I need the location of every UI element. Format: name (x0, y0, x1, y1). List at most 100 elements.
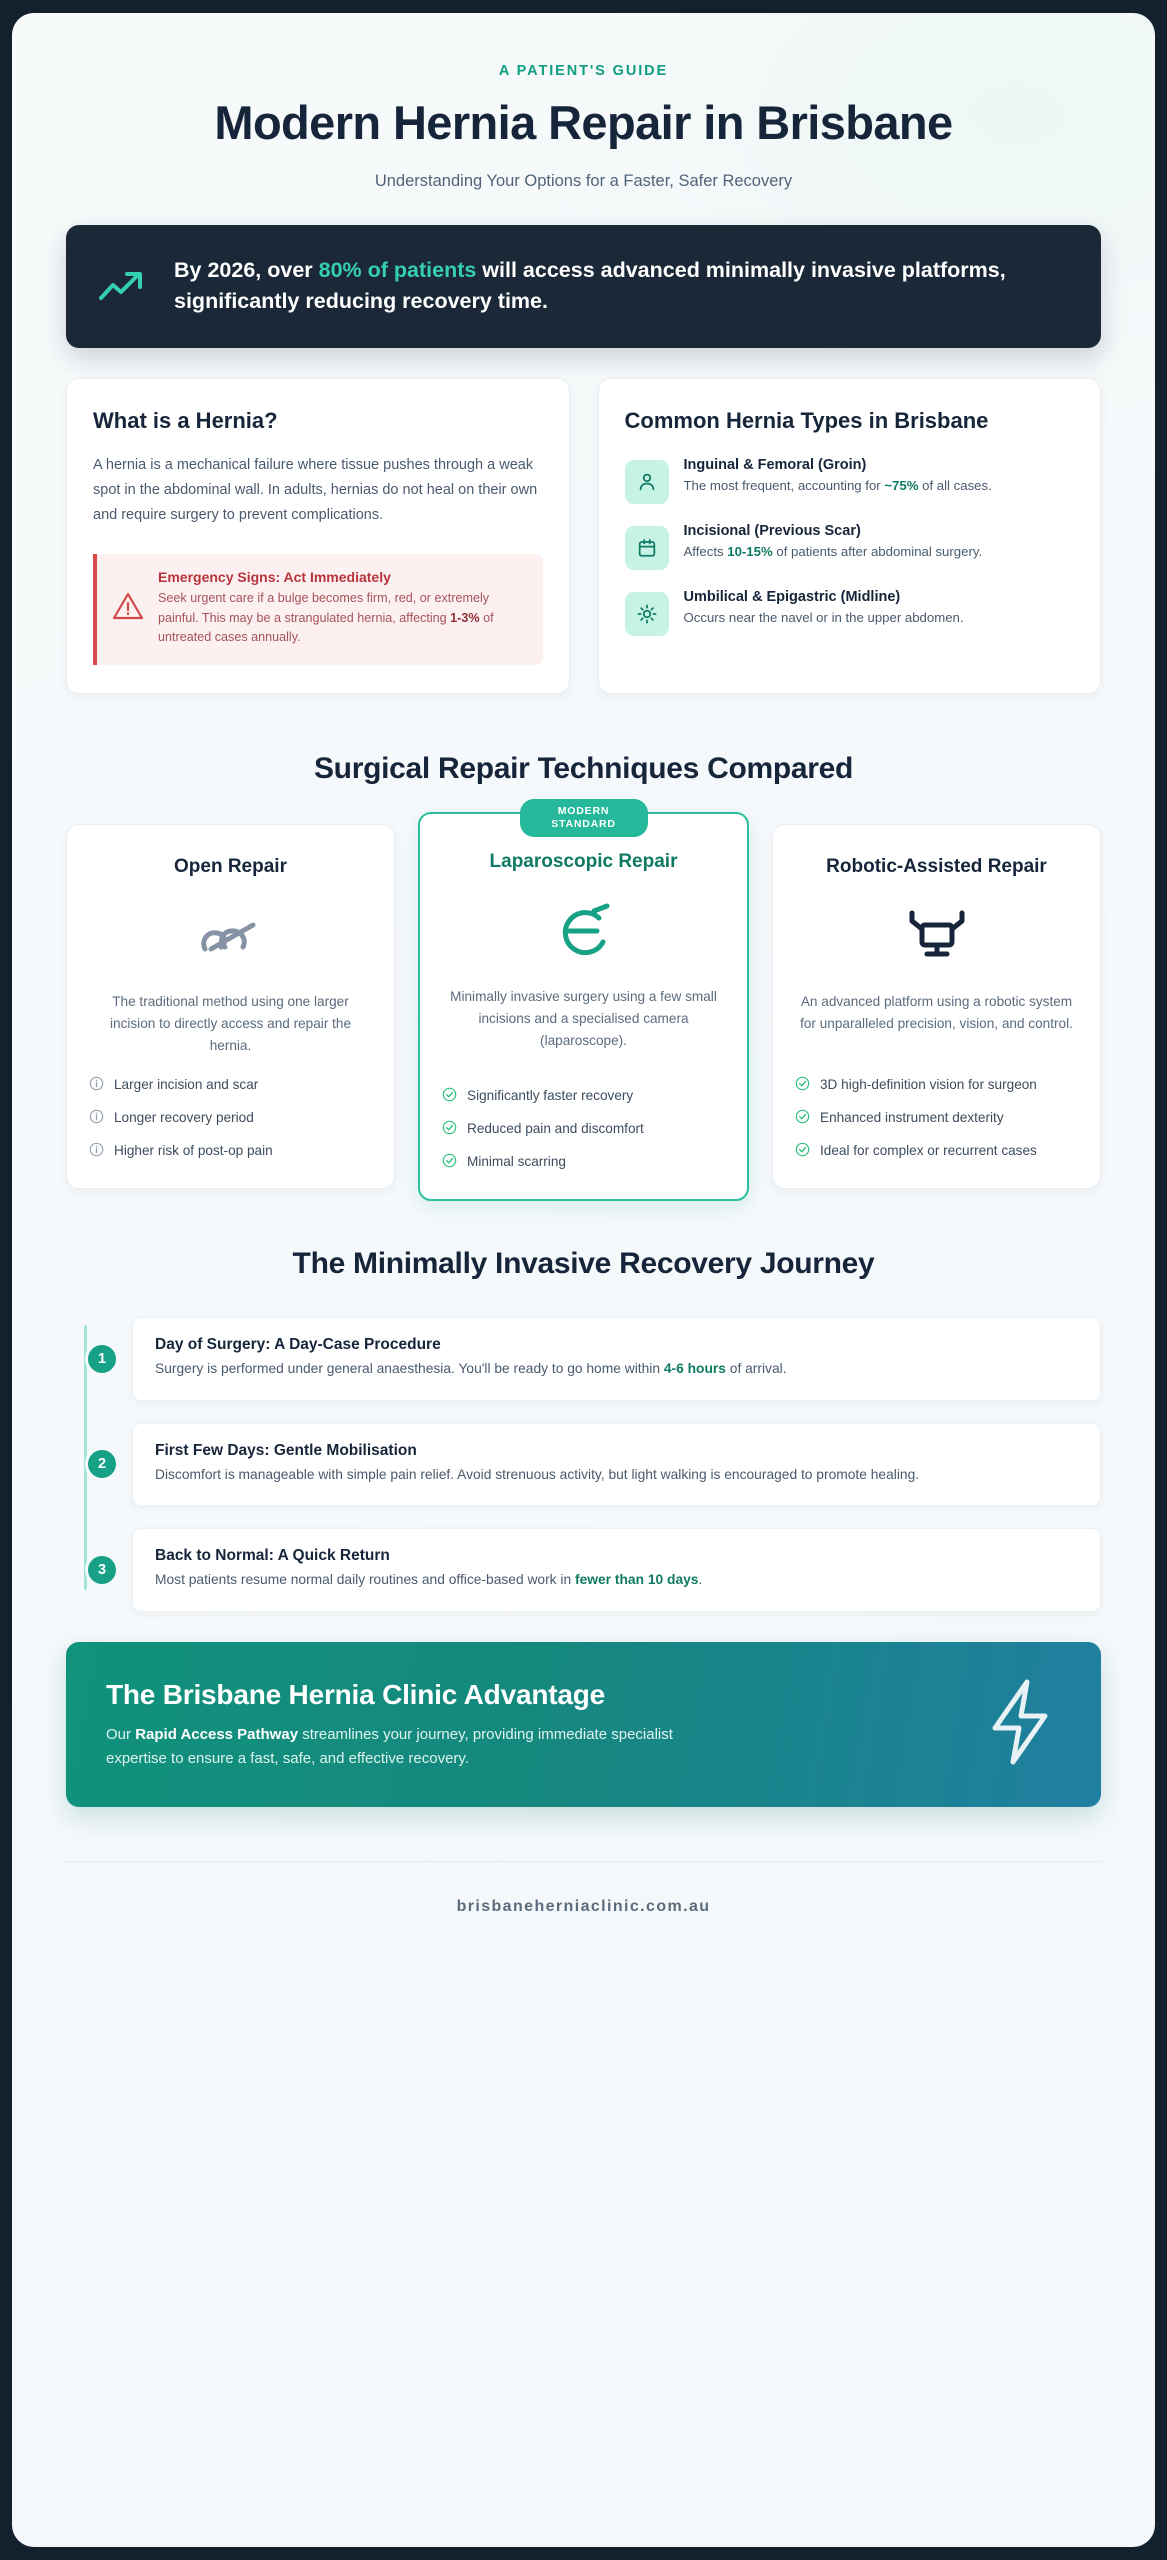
timeline-step: 1 Day of Surgery: A Day-Case Procedure S… (85, 1316, 1101, 1401)
type-desc-highlight: ~75% (884, 478, 919, 494)
type-desc-before: Occurs near the navel or in the upper ab… (683, 610, 964, 626)
footer-divider (66, 1861, 1101, 1863)
clip-staple-icon (89, 893, 372, 979)
step-number: 3 (85, 1553, 119, 1588)
status-badge: MODERN STANDARD (519, 798, 648, 838)
bullet-text: 3D high-definition vision for surgeon (820, 1076, 1037, 1092)
type-title: Incisional (Previous Scar) (683, 523, 861, 540)
what-is-hernia-card: What is a Hernia? A hernia is a mechanic… (66, 378, 570, 694)
sun-icon (624, 592, 669, 637)
info-circle-icon (89, 1142, 104, 1162)
what-is-hernia-body: A hernia is a mechanical failure where t… (93, 457, 538, 524)
type-desc-highlight: 10-15% (727, 544, 773, 560)
lightning-bolt-icon (979, 1676, 1061, 1773)
emergency-text: Seek urgent care if a bulge becomes firm… (158, 589, 527, 648)
calendar-icon (624, 526, 669, 571)
technique-description: Minimally invasive surgery using a few s… (450, 988, 717, 1048)
type-desc: Affects 10-15% of patients after abdomin… (684, 542, 983, 562)
spacer (795, 1035, 1078, 1075)
stat-highlight: 80% of patients (318, 257, 477, 282)
step-description: Most patients resume normal daily routin… (155, 1569, 1078, 1591)
bullet-text: Larger incision and scar (114, 1076, 259, 1092)
list-item: Ideal for complex or recurrent cases (795, 1141, 1078, 1162)
what-is-hernia-title: What is a Hernia? (93, 408, 278, 434)
check-circle-icon (442, 1087, 457, 1107)
list-item: Inguinal & Femoral (Groin) The most freq… (624, 457, 1075, 505)
hernia-types-card: Common Hernia Types in Brisbane Inguinal… (597, 378, 1101, 694)
step-number: 2 (85, 1447, 119, 1482)
check-circle-icon (795, 1109, 810, 1129)
technique-card-robotic-assisted-repair: Robotic-Assisted Repair An advanced plat… (772, 823, 1101, 1189)
cta-text-after: streamlines your journey, providing imme… (106, 1725, 673, 1767)
emergency-callout: Emergency Signs: Act Immediately Seek ur… (93, 554, 543, 665)
technique-title: Open Repair (174, 855, 287, 877)
technique-description: The traditional method using one larger … (109, 993, 352, 1053)
cta-text-before: Our (106, 1725, 136, 1743)
technique-bullets: Significantly faster recovery Reduced pa… (442, 1086, 725, 1173)
list-item: 3D high-definition vision for surgeon (795, 1075, 1078, 1096)
list-item: Reduced pain and discomfort (442, 1119, 725, 1140)
bullet-text: Minimal scarring (467, 1153, 566, 1169)
check-circle-icon (795, 1142, 810, 1162)
spacer (89, 1057, 372, 1075)
laparoscope-icon (442, 888, 725, 974)
info-circle-icon (89, 1076, 104, 1096)
type-desc: Occurs near the navel or in the upper ab… (684, 608, 964, 628)
step-number: 1 (85, 1341, 119, 1376)
stat-banner: By 2026, over 80% of patients will acces… (66, 224, 1101, 349)
emergency-text-before: Seek urgent care if a bulge becomes firm… (158, 591, 490, 625)
technique-description: An advanced platform using a robotic sys… (800, 993, 1073, 1031)
type-title: Inguinal & Femoral (Groin) (683, 457, 867, 474)
info-cards-row: What is a Hernia? A hernia is a mechanic… (66, 378, 1101, 694)
list-item: Umbilical & Epigastric (Midline) Occurs … (624, 589, 1075, 637)
step-description: Discomfort is manageable with simple pai… (155, 1464, 1078, 1486)
stat-text-before: By 2026, over (174, 257, 319, 282)
alert-triangle-icon (111, 589, 145, 628)
bullet-text: Ideal for complex or recurrent cases (820, 1142, 1037, 1158)
step-title: Back to Normal: A Quick Return (155, 1547, 390, 1565)
bullet-text: Reduced pain and discomfort (467, 1120, 644, 1136)
technique-bullets: Larger incision and scar Longer recovery… (89, 1075, 372, 1162)
spacer (442, 1052, 725, 1086)
check-circle-icon (442, 1153, 457, 1173)
step-desc-after: . (698, 1572, 703, 1588)
bullet-text: Longer recovery period (114, 1109, 254, 1125)
step-desc-highlight: 4-6 hours (663, 1360, 726, 1376)
stat-banner-text: By 2026, over 80% of patients will acces… (174, 255, 1067, 319)
type-desc-before: The most frequent, accounting for (683, 478, 885, 494)
type-desc-after: of patients after abdominal surgery. (772, 544, 983, 560)
type-desc-before: Affects (683, 544, 728, 560)
technique-card-laparoscopic-repair: MODERN STANDARD Laparoscopic Repair Mini… (418, 798, 749, 1201)
page-title: Modern Hernia Repair in Brisbane (214, 96, 953, 149)
hernia-types-title: Common Hernia Types in Brisbane (624, 408, 989, 434)
kicker-label: A PATIENT'S GUIDE (498, 63, 669, 79)
type-desc: The most frequent, accounting for ~75% o… (684, 476, 992, 496)
cta-description: Our Rapid Access Pathway streamlines you… (106, 1723, 726, 1770)
info-circle-icon (89, 1109, 104, 1129)
trending-up-icon (94, 266, 150, 306)
check-circle-icon (795, 1076, 810, 1096)
cta-title: The Brisbane Hernia Clinic Advantage (106, 1678, 606, 1710)
list-item: Higher risk of post-op pain (89, 1141, 372, 1162)
techniques-compare-row: Open Repair The traditional method using… (66, 798, 1101, 1201)
check-circle-icon (442, 1120, 457, 1140)
recovery-section-heading: The Minimally Invasive Recovery Journey (292, 1246, 875, 1280)
step-desc-before: Discomfort is manageable with simple pai… (155, 1466, 920, 1482)
infographic-sheet: A PATIENT'S GUIDE Modern Hernia Repair i… (12, 13, 1155, 2547)
list-item: Longer recovery period (89, 1108, 372, 1129)
emergency-text-after: of untreated cases annually. (158, 610, 494, 645)
technique-title: Laparoscopic Repair (489, 850, 678, 872)
step-title: First Few Days: Gentle Mobilisation (155, 1441, 417, 1459)
hernia-types-list: Inguinal & Femoral (Groin) The most freq… (624, 457, 1075, 637)
type-title: Umbilical & Epigastric (Midline) (683, 589, 901, 606)
type-desc-after: of all cases. (918, 478, 992, 494)
emergency-highlight: 1-3% (450, 610, 480, 625)
robot-arm-icon (795, 893, 1078, 979)
list-item: Minimal scarring (442, 1152, 725, 1173)
step-desc-highlight: fewer than 10 days (575, 1572, 699, 1588)
emergency-title: Emergency Signs: Act Immediately (158, 569, 391, 586)
step-title: Day of Surgery: A Day-Case Procedure (155, 1335, 441, 1353)
bullet-text: Higher risk of post-op pain (114, 1142, 273, 1158)
step-desc-before: Surgery is performed under general anaes… (155, 1360, 664, 1376)
